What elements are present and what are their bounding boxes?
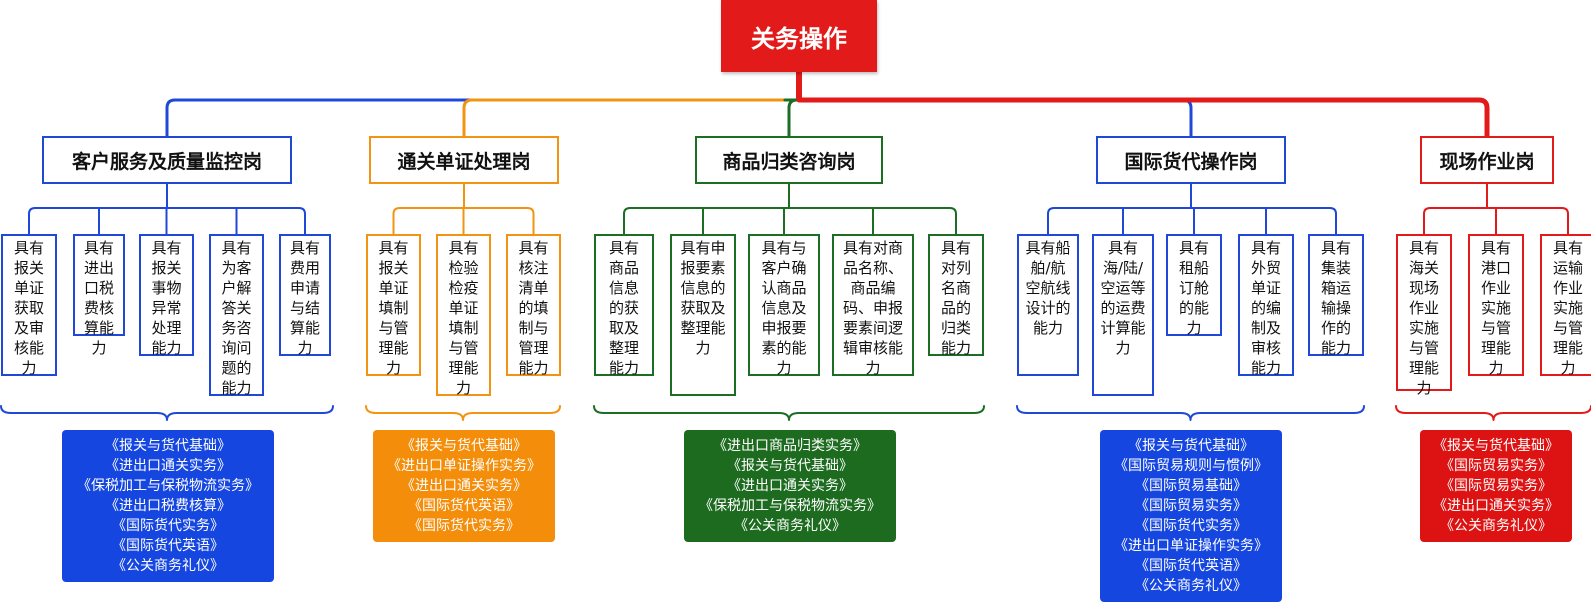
skill-box[interactable]: 具有为客户解答关务咨询问题的能力 bbox=[209, 234, 264, 397]
course-item[interactable]: 《进出口通关实务》 bbox=[1433, 498, 1559, 514]
skill-box[interactable]: 具有与客户确认商品信息及申报要素的能力 bbox=[748, 234, 820, 377]
skill-box[interactable]: 具有商品信息的获取及整理能力 bbox=[594, 234, 654, 377]
post-on-site[interactable]: 现场作业岗 bbox=[1420, 136, 1554, 184]
course-list-freight-forwarding: 《报关与货代基础》《国际贸易规则与惯例》《国际贸易基础》《国际贸易实务》《国际货… bbox=[1100, 430, 1282, 602]
course-item[interactable]: 《进出口单证操作实务》 bbox=[1114, 538, 1268, 554]
course-item[interactable]: 《公关商务礼仪》 bbox=[112, 558, 224, 574]
skill-box[interactable]: 具有检验检疫单证填制与管理能力 bbox=[436, 234, 491, 397]
post-customs-docs[interactable]: 通关单证处理岗 bbox=[369, 136, 559, 184]
course-item[interactable]: 《国际货代英语》 bbox=[408, 498, 520, 514]
skill-box[interactable]: 具有报关单证获取及审核能力 bbox=[1, 234, 57, 377]
skill-box[interactable]: 具有租船订舱的能力 bbox=[1166, 234, 1222, 337]
course-item[interactable]: 《国际贸易实务》 bbox=[1440, 478, 1552, 494]
course-list-classification: 《进出口商品归类实务》《报关与货代基础》《进出口通关实务》《保税加工与保税物流实… bbox=[684, 430, 896, 542]
course-item[interactable]: 《进出口通关实务》 bbox=[105, 458, 231, 474]
course-item[interactable]: 《国际货代实务》 bbox=[1135, 518, 1247, 534]
course-item[interactable]: 《国际货代实务》 bbox=[408, 518, 520, 534]
course-item[interactable]: 《国际货代英语》 bbox=[1135, 558, 1247, 574]
course-item[interactable]: 《国际贸易实务》 bbox=[1135, 498, 1247, 514]
course-item[interactable]: 《进出口通关实务》 bbox=[401, 478, 527, 494]
course-item[interactable]: 《国际货代英语》 bbox=[112, 538, 224, 554]
skill-box[interactable]: 具有费用申请与结算能力 bbox=[279, 234, 331, 357]
brace-freight-forwarding bbox=[1016, 405, 1365, 421]
skill-box[interactable]: 具有报关单证填制与管理能力 bbox=[366, 234, 421, 377]
course-item[interactable]: 《报关与货代基础》 bbox=[1128, 438, 1254, 454]
course-item[interactable]: 《公关商务礼仪》 bbox=[1440, 518, 1552, 534]
brace-customer-service bbox=[0, 405, 334, 421]
brace-customs-docs bbox=[365, 405, 561, 421]
branch-connector-classification bbox=[783, 98, 801, 138]
skill-box[interactable]: 具有核注清单的填制与管理能力 bbox=[506, 234, 561, 377]
course-item[interactable]: 《国际货代实务》 bbox=[112, 518, 224, 534]
course-item[interactable]: 《报关与货代基础》 bbox=[105, 438, 231, 454]
post-freight-forwarding[interactable]: 国际货代操作岗 bbox=[1096, 136, 1286, 184]
course-item[interactable]: 《进出口通关实务》 bbox=[727, 478, 853, 494]
skill-bracket-freight-forwarding bbox=[1047, 207, 1337, 235]
skill-box[interactable]: 具有对商品名称、商品编码、申报要素间逻辑审核能力 bbox=[832, 234, 914, 377]
skill-box[interactable]: 具有对列名商品的归类能力 bbox=[928, 234, 984, 357]
course-item[interactable]: 《公关商务礼仪》 bbox=[734, 518, 846, 534]
branch-connector-freight-forwarding bbox=[797, 98, 1193, 138]
skill-box[interactable]: 具有海/陆/空运等的运费计算能力 bbox=[1092, 234, 1154, 396]
skill-box[interactable]: 具有运输作业实施与管理能力 bbox=[1540, 234, 1591, 377]
course-item[interactable]: 《公关商务礼仪》 bbox=[1135, 578, 1247, 594]
course-item[interactable]: 《进出口商品归类实务》 bbox=[713, 438, 867, 454]
brace-classification bbox=[593, 405, 985, 421]
branch-connector-on-site bbox=[796, 97, 1490, 139]
course-item[interactable]: 《国际贸易实务》 bbox=[1440, 458, 1552, 474]
course-item[interactable]: 《进出口税费核算》 bbox=[105, 498, 231, 514]
post-customer-service[interactable]: 客户服务及质量监控岗 bbox=[42, 136, 292, 184]
course-item[interactable]: 《进出口单证操作实务》 bbox=[387, 458, 541, 474]
root-node[interactable]: 关务操作 bbox=[721, 0, 877, 72]
skill-bracket-classification bbox=[623, 207, 957, 235]
skill-box[interactable]: 具有船舶/航空航线设计的能力 bbox=[1017, 234, 1079, 376]
course-item[interactable]: 《保税加工与保税物流实务》 bbox=[77, 478, 259, 494]
branch-connector-customer-service bbox=[165, 98, 801, 138]
skill-box[interactable]: 具有申报要素信息的获取及整理能力 bbox=[670, 234, 736, 396]
course-item[interactable]: 《保税加工与保税物流实务》 bbox=[699, 498, 881, 514]
course-list-customer-service: 《报关与货代基础》《进出口通关实务》《保税加工与保税物流实务》《进出口税费核算》… bbox=[62, 430, 274, 582]
course-list-on-site: 《报关与货代基础》《国际贸易实务》《国际贸易实务》《进出口通关实务》《公关商务礼… bbox=[1420, 430, 1572, 542]
brace-on-site bbox=[1395, 405, 1591, 421]
course-item[interactable]: 《报关与货代基础》 bbox=[1433, 438, 1559, 454]
skill-box[interactable]: 具有进出口税费核算能力 bbox=[73, 234, 125, 357]
skill-box[interactable]: 具有集装箱运输操作的能力 bbox=[1308, 234, 1364, 357]
branch-connector-customs-docs bbox=[462, 98, 801, 138]
course-item[interactable]: 《国际贸易规则与惯例》 bbox=[1114, 458, 1268, 474]
post-classification[interactable]: 商品归类咨询岗 bbox=[695, 136, 883, 184]
course-item[interactable]: 《国际贸易基础》 bbox=[1135, 478, 1247, 494]
skill-box[interactable]: 具有报关事物异常处理能力 bbox=[139, 234, 194, 357]
skill-box[interactable]: 具有外贸单证的编制及审核能力 bbox=[1238, 234, 1294, 377]
course-item[interactable]: 《报关与货代基础》 bbox=[727, 458, 853, 474]
skill-box[interactable]: 具有港口作业实施与管理能力 bbox=[1468, 234, 1524, 377]
skill-box[interactable]: 具有海关现场作业实施与管理能力 bbox=[1396, 234, 1452, 397]
course-item[interactable]: 《报关与货代基础》 bbox=[401, 438, 527, 454]
course-list-customs-docs: 《报关与货代基础》《进出口单证操作实务》《进出口通关实务》《国际货代英语》《国际… bbox=[373, 430, 555, 542]
